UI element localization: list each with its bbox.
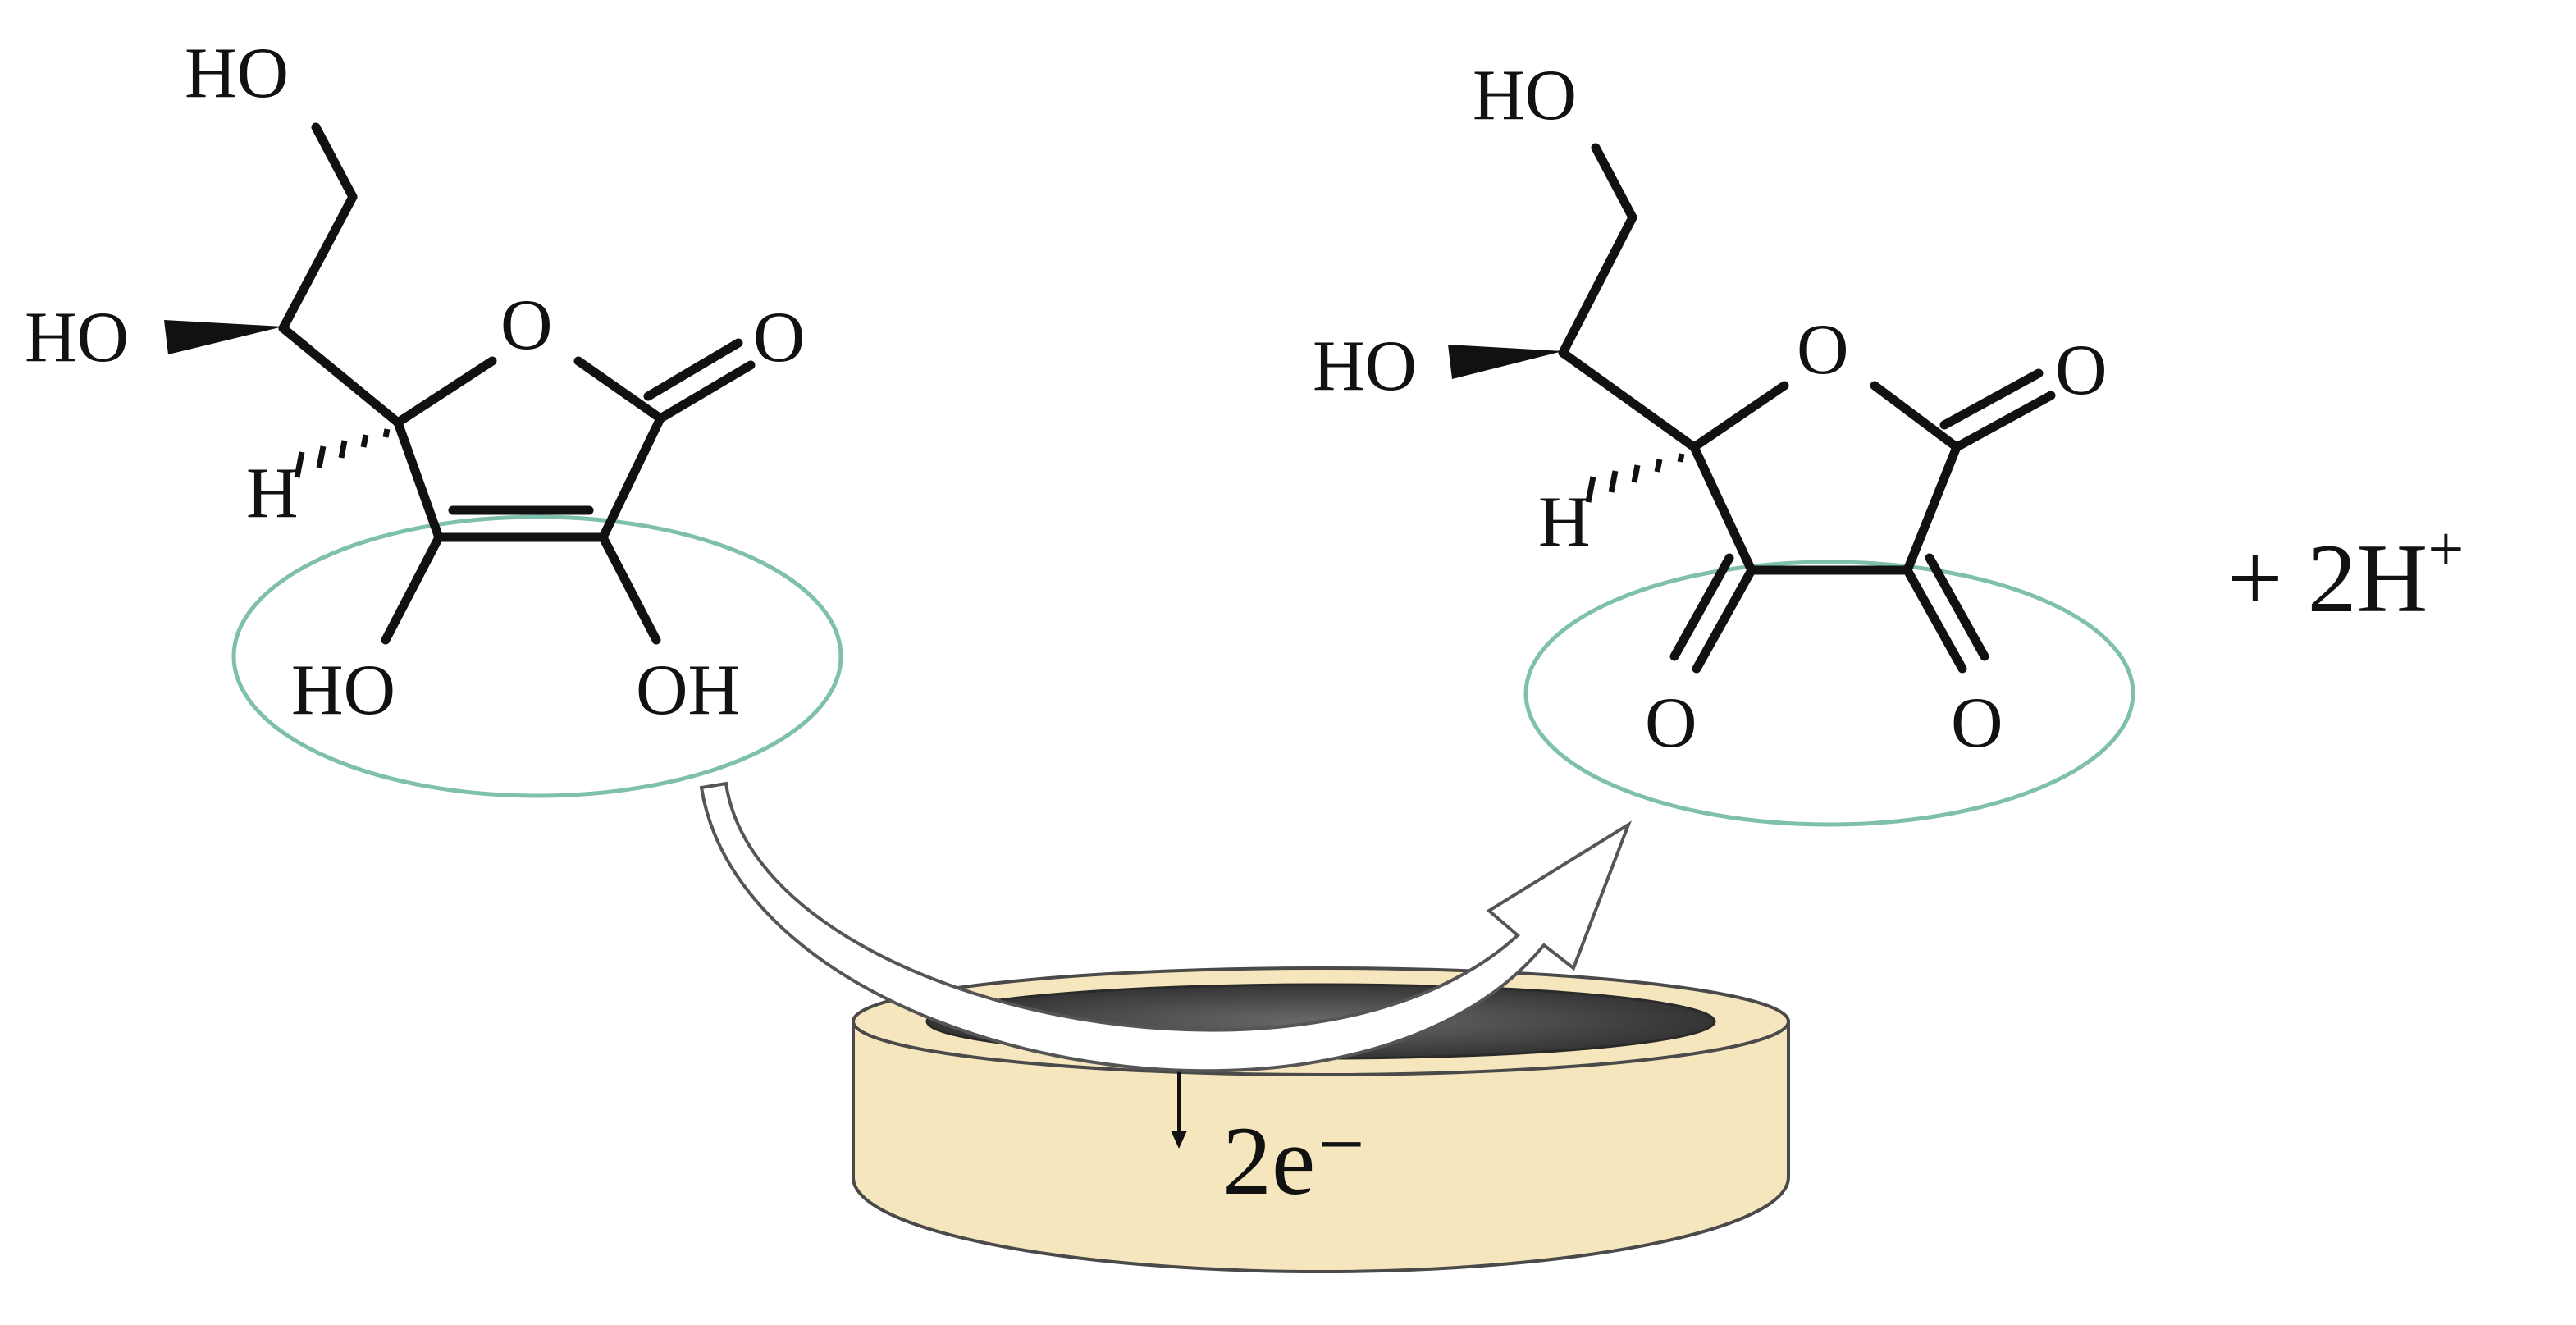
curved-arrow-path xyxy=(699,781,1632,1073)
hash-bond xyxy=(294,428,391,478)
proton-label: + 2H xyxy=(2227,523,2428,633)
product-keto-o1: O xyxy=(1645,683,1697,763)
reactant-enol-oh: OH xyxy=(636,651,740,730)
product-keto-o2: O xyxy=(1951,683,2003,763)
product-carbonyl-o: O xyxy=(2055,331,2108,410)
product-side-ho: HO xyxy=(1313,327,1417,406)
product-highlight-ellipse xyxy=(1523,560,2135,827)
wedge-bond xyxy=(1448,345,1563,379)
reactant-h: H xyxy=(246,454,299,533)
wedge-bond xyxy=(164,320,283,354)
hash-bond xyxy=(1585,453,1685,503)
electrode-body xyxy=(852,1020,1790,1273)
proton-byproduct: + 2H+ xyxy=(2227,513,2464,633)
product-ring-o: O xyxy=(1797,310,1849,390)
curved-arrow-icon xyxy=(699,781,1632,1073)
proton-charge: + xyxy=(2428,513,2464,584)
reactant-highlight-ellipse xyxy=(231,514,843,798)
reactant-carbonyl-o: O xyxy=(753,298,806,377)
product-h: H xyxy=(1538,482,1591,562)
product-top-ho: HO xyxy=(1473,56,1577,135)
electrode-icon: 2e⁻ xyxy=(852,966,1790,1273)
product-structure: HO HO O O H O O xyxy=(1313,56,2135,827)
reactant-side-ho: HO xyxy=(25,298,129,377)
reactant-enol-ho: HO xyxy=(291,651,395,730)
reactant-top-ho: HO xyxy=(185,34,289,113)
down-arrow-icon xyxy=(1171,1071,1187,1149)
reactant-structure: HO HO O O H HO OH xyxy=(25,34,843,798)
electrons-label: 2e⁻ xyxy=(1222,1106,1368,1215)
reactant-ring-o: O xyxy=(500,286,553,365)
